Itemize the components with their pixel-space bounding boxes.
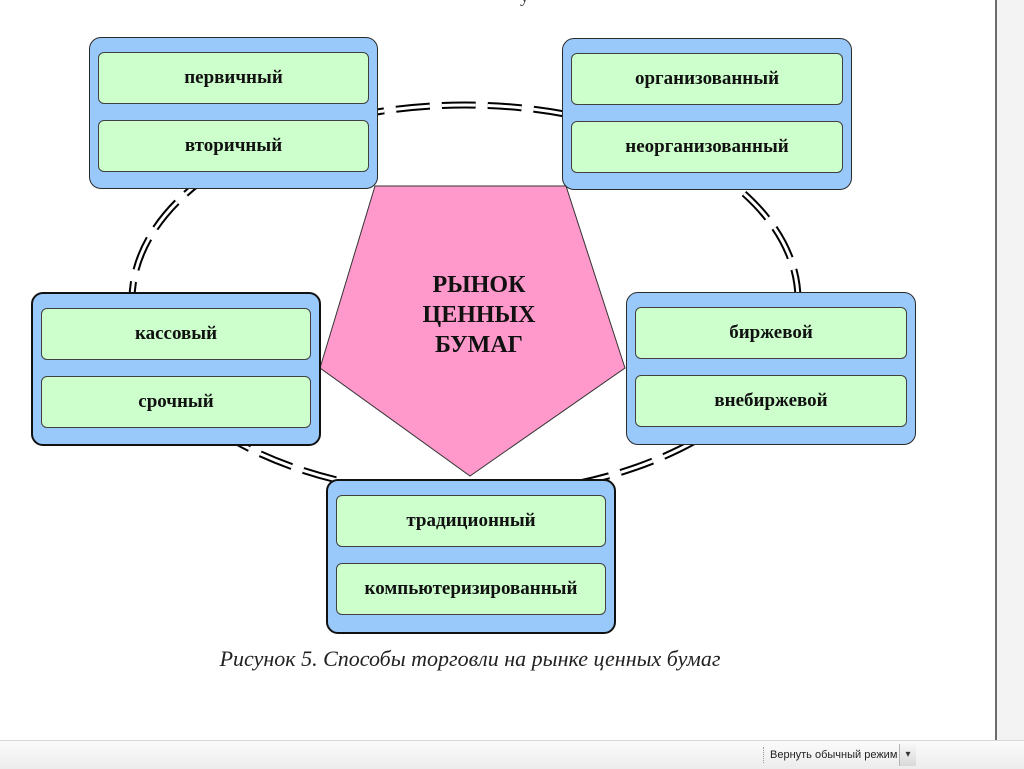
cut-off-text: у <box>520 0 529 7</box>
item-exchange: биржевой <box>635 307 907 359</box>
group-technology: традиционный компьютеризированный <box>326 479 616 634</box>
item-secondary: вторичный <box>98 120 369 172</box>
page-margin <box>995 0 1024 740</box>
item-computerized: компьютеризированный <box>336 563 606 615</box>
reading-mode-button[interactable]: Вернуть обычный режим <box>770 749 898 761</box>
group-market-stage: первичный вторичный <box>89 37 378 189</box>
item-traditional: традиционный <box>336 495 606 547</box>
center-pentagon <box>319 185 626 477</box>
dropdown-arrow-icon[interactable]: ▾ <box>899 744 916 766</box>
toolbar-grip[interactable] <box>763 747 766 763</box>
group-settlement: кассовый срочный <box>31 292 321 446</box>
item-cash: кассовый <box>41 308 311 360</box>
group-exchange: биржевой внебиржевой <box>626 292 916 445</box>
document-page: у РЫНОК ЦЕННЫХ БУМАГ первичный вторичный… <box>31 0 916 671</box>
group-organization: организованный неорганизованный <box>562 38 852 190</box>
item-primary: первичный <box>98 52 369 104</box>
center-title: РЫНОК ЦЕННЫХ БУМАГ <box>422 272 536 358</box>
figure-caption: Рисунок 5. Способы торговли на рынке цен… <box>219 646 721 671</box>
status-bar <box>0 740 1024 769</box>
item-organized: организованный <box>571 53 843 105</box>
item-unorganized: неорганизованный <box>571 121 843 173</box>
item-forward: срочный <box>41 376 311 428</box>
item-otc: внебиржевой <box>635 375 907 427</box>
